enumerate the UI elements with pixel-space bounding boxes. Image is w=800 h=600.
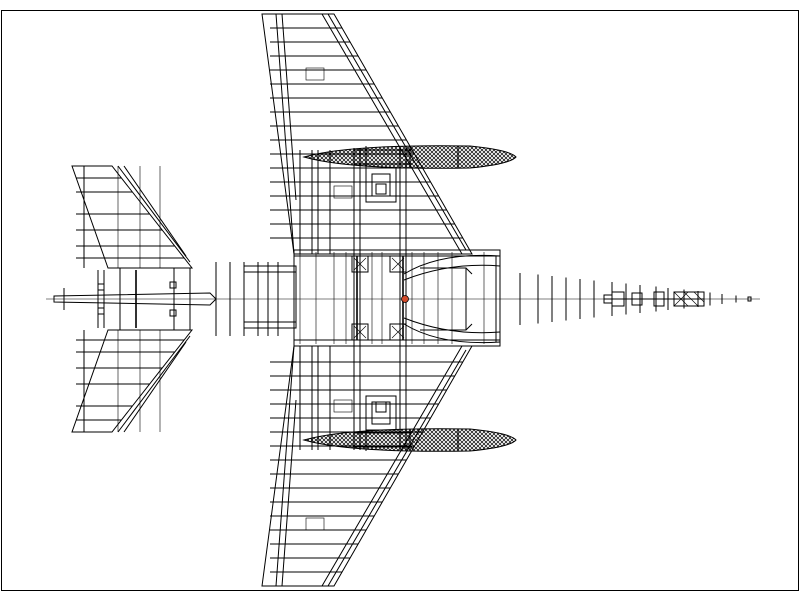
servo-mount-lower	[365, 395, 397, 431]
intake-ducts	[403, 254, 501, 344]
horizontal-tail	[53, 165, 217, 433]
wing-lower	[261, 345, 473, 587]
stabilizer-lower	[71, 329, 194, 433]
servo-mount-upper	[365, 167, 397, 203]
nose-detail	[603, 291, 752, 307]
spar-clamps	[351, 255, 407, 341]
viewport-frame	[1, 10, 799, 591]
aft-fuselage-box	[243, 265, 297, 329]
cg-marker	[401, 295, 409, 303]
wing-upper	[261, 13, 473, 255]
stabilizer-upper	[71, 165, 194, 269]
engine-pod-upper	[302, 145, 517, 169]
tail-boom	[53, 268, 217, 330]
wing-detail-marks-upper	[305, 67, 353, 199]
center-fuselage	[293, 148, 501, 450]
wing-detail-marks-lower	[305, 399, 353, 531]
